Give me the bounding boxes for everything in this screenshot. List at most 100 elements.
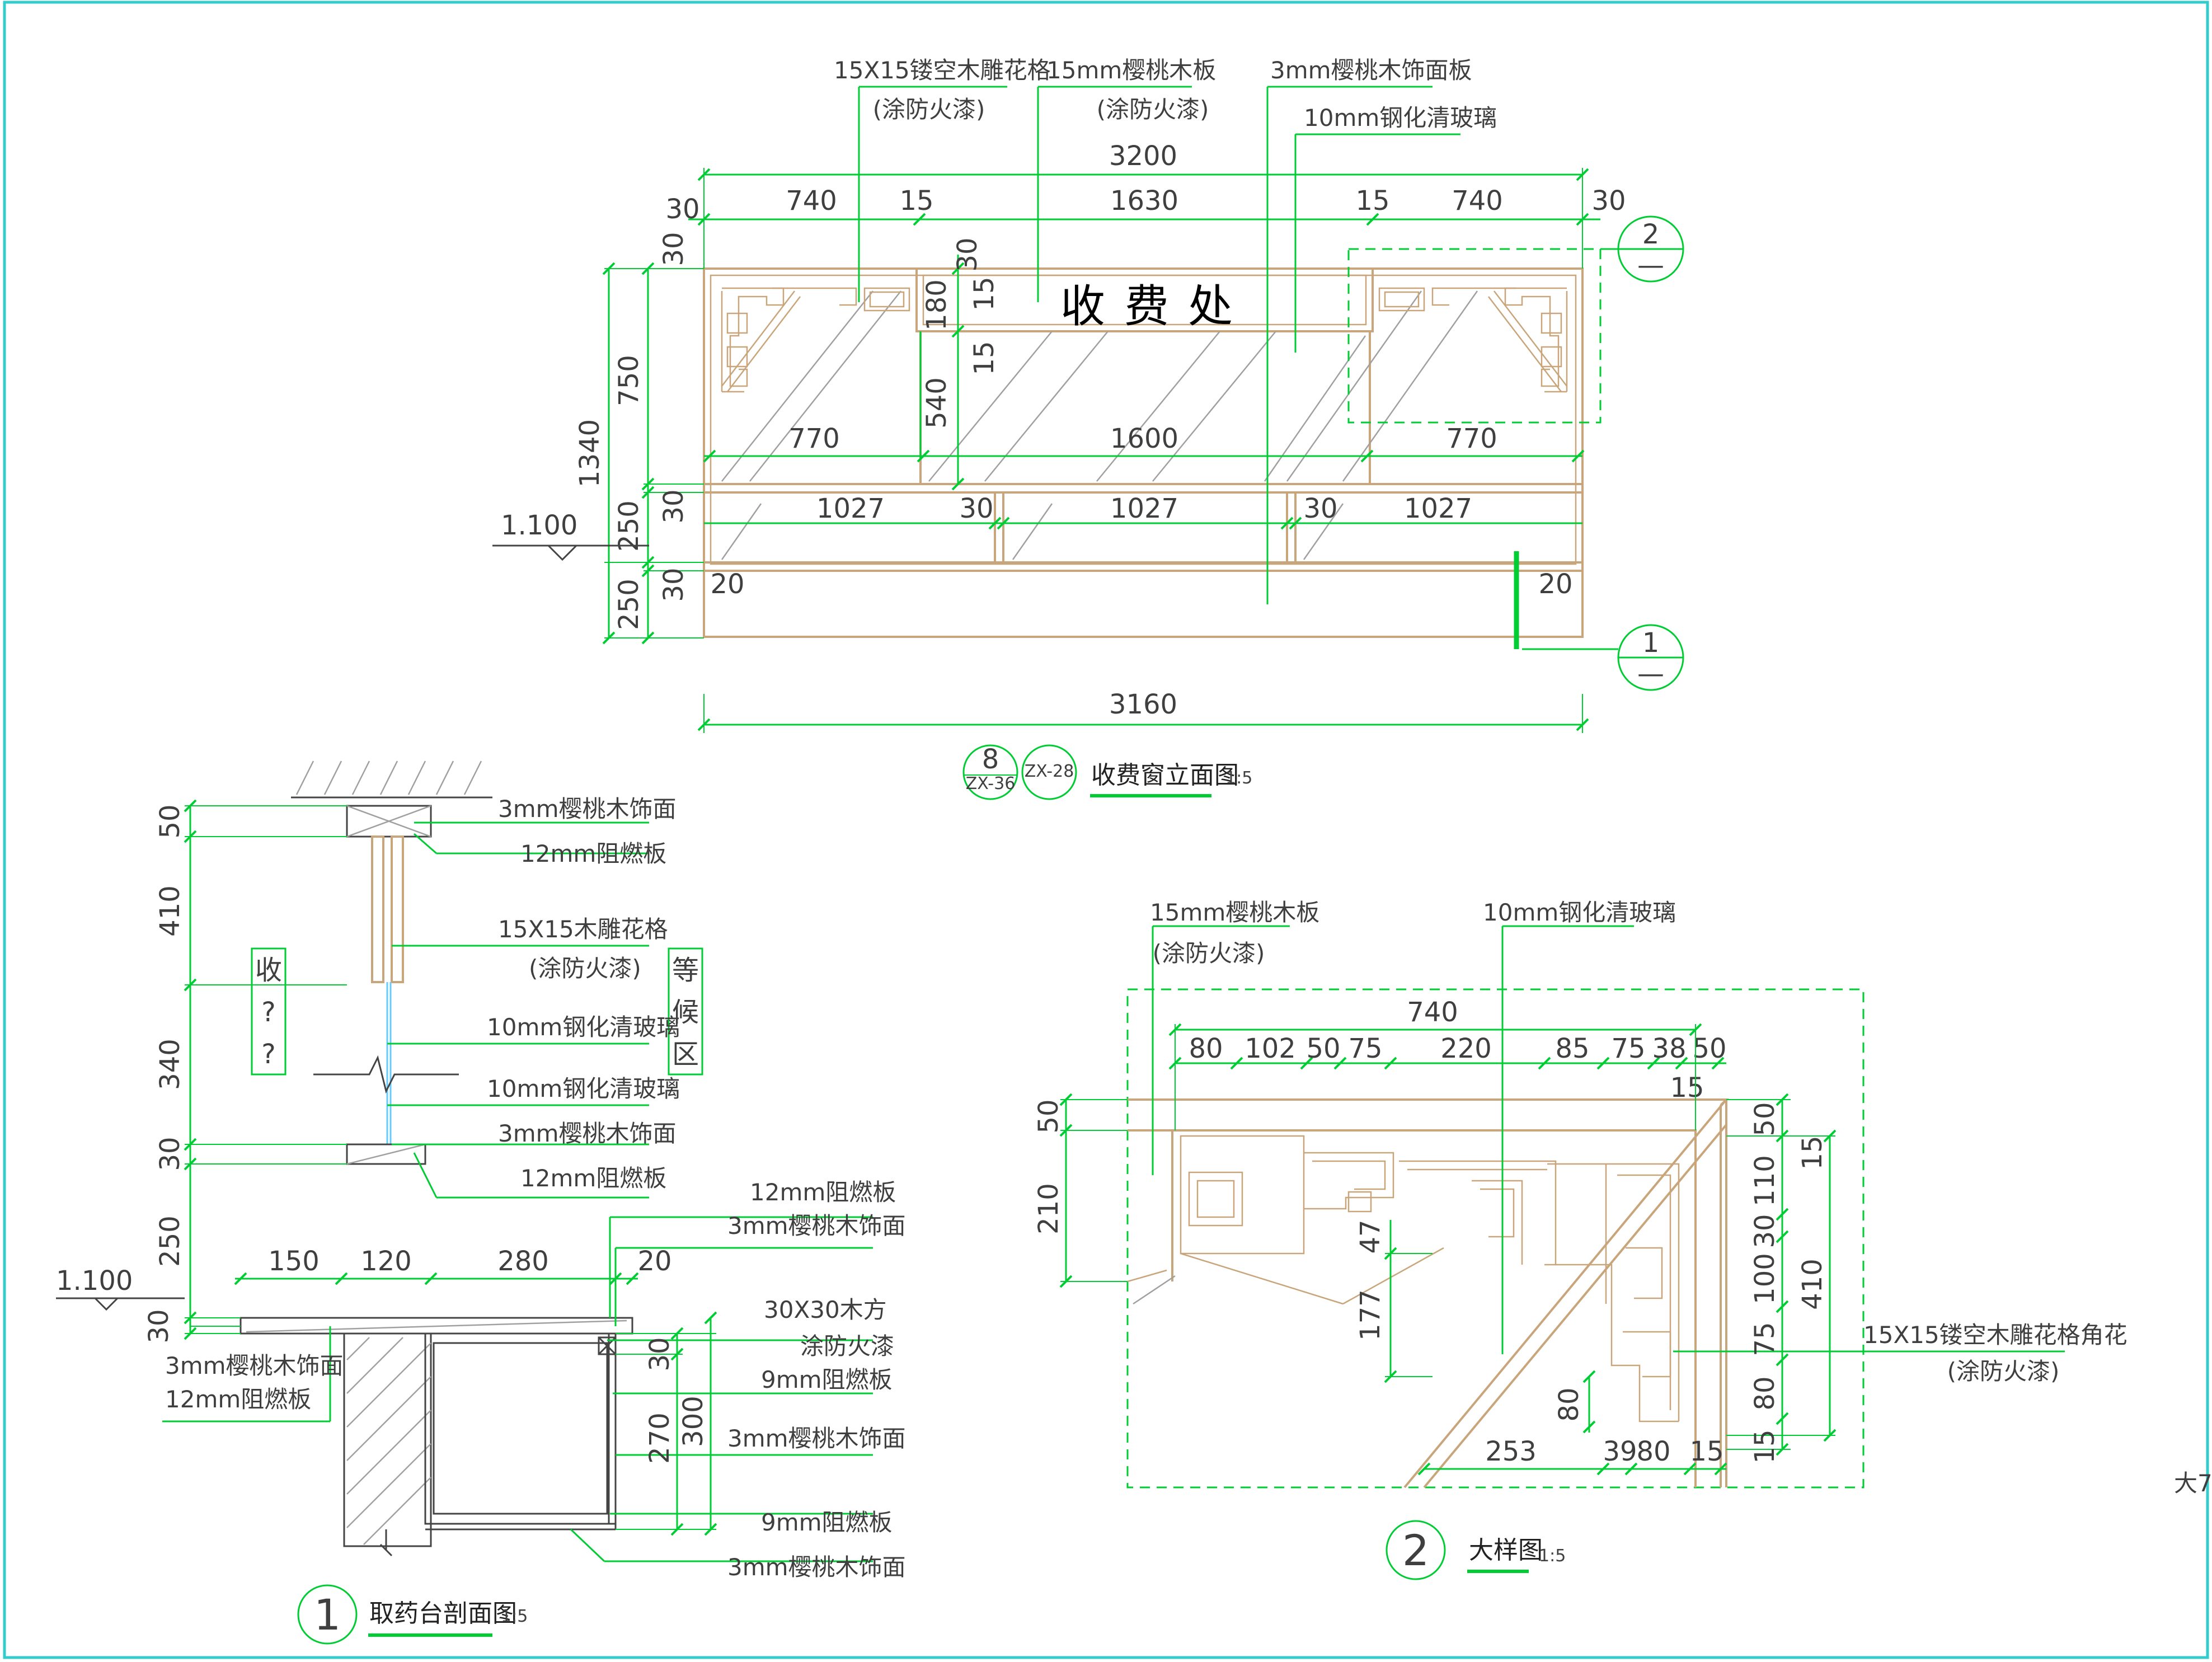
lattice-corner-right [1378,287,1568,393]
dim-elev-p770a: 770 [788,423,840,454]
dim-elev-l250b: 250 [613,579,645,630]
ref-bubble-8 [962,744,1018,800]
svg-text:102: 102 [1244,1033,1296,1064]
svg-text:38: 38 [1652,1033,1686,1064]
svg-text:?: ? [261,997,275,1028]
sign-text: 收费处 [1060,280,1252,332]
svg-text:1:5: 1:5 [1539,1546,1566,1566]
label-det-lattice-note: (涂防火漆) [1947,1358,2060,1385]
svg-text:120: 120 [360,1246,412,1277]
svg-text:2: 2 [1402,1525,1429,1575]
svg-text:50: 50 [154,804,186,838]
dim-elev-l30b: 30 [1303,493,1337,524]
dim-elev-edge-left: 30 [665,194,699,225]
detail-lattice [1180,1135,1680,1422]
label-sec-b1: 3mm樱桃木饰面 [165,1352,344,1379]
label-det-board: 15mm樱桃木板 [1150,899,1319,926]
sheet-border [3,1,2209,1659]
svg-text:—: — [1637,250,1664,281]
dim-elev-p770b: 770 [1446,423,1497,454]
dim-elev-l250a: 250 [613,500,645,552]
svg-text:75: 75 [1611,1033,1645,1064]
zone-box-right [668,947,703,1076]
svg-text:候: 候 [672,997,699,1028]
svg-text:收: 收 [255,955,282,986]
svg-text:80: 80 [1636,1436,1670,1467]
svg-text:80: 80 [1189,1033,1223,1064]
svg-text:110: 110 [1749,1155,1781,1206]
svg-text:39: 39 [1603,1436,1637,1467]
dim-elev-e20b: 20 [1538,569,1572,600]
svg-text:177: 177 [1355,1289,1386,1341]
label-elev-lattice: 15X15镂空木雕花格 [834,57,1051,84]
dim-elev-l1027b: 1027 [1110,493,1178,524]
svg-text:—: — [1637,658,1664,689]
label-sec-r6: 3mm樱桃木饰面 [727,1425,906,1452]
svg-text:410: 410 [154,885,186,937]
svg-text:1:5: 1:5 [1225,768,1252,788]
svg-text:85: 85 [1555,1033,1589,1064]
label-sec-b2: 12mm阻燃板 [165,1386,311,1413]
svg-text:150: 150 [268,1246,320,1277]
dim-elev-bottom: 3160 [1109,689,1177,720]
svg-text:80: 80 [1553,1387,1585,1421]
section-view: 收 ? ? 等 候 区 3mm樱桃木饰面 12mm阻燃板 15X15木雕花格 (… [56,760,906,1645]
svg-text:300: 300 [678,1396,709,1447]
elevation-view: 收费处 3200 30 740 15 1630 15 740 30 15X15镂… [492,57,1684,800]
svg-text:15: 15 [1670,1072,1704,1104]
dim-elev-seg3: 740 [1452,185,1503,217]
svg-text:50: 50 [1749,1102,1781,1136]
label-elev-board-note: (涂防火漆) [1097,96,1209,123]
svg-text:30: 30 [644,1337,675,1371]
label-sec-r8: 3mm樱桃木饰面 [727,1553,906,1581]
svg-text:15: 15 [1749,1429,1781,1463]
dim-elev-l30b: 30 [658,489,689,523]
dim-elev-gap2: 15 [1355,185,1389,217]
svg-text:75: 75 [1749,1322,1781,1356]
label-sec-r4: 涂防火漆 [800,1332,894,1360]
svg-text:75: 75 [1348,1033,1382,1064]
label-sec-l8: 12mm阻燃板 [520,1165,666,1192]
svg-text:15: 15 [1797,1135,1828,1170]
label-sec-r1: 12mm阻燃板 [750,1179,896,1206]
label-elev-lattice-note: (涂防火漆) [873,96,985,123]
svg-text:340: 340 [154,1039,186,1090]
svg-text:1: 1 [1642,627,1660,659]
dim-elev-l750: 750 [613,355,645,406]
svg-text:50: 50 [1692,1033,1726,1064]
svg-text:30: 30 [154,1137,186,1171]
ref-bubble-sheet [1021,744,1077,800]
label-sec-r7: 9mm阻燃板 [761,1509,893,1536]
dim-elev-edge-right: 30 [1591,185,1626,217]
svg-text:?: ? [261,1039,275,1070]
svg-text:410: 410 [1797,1259,1828,1310]
label-sec-l3: 15X15木雕花格 [498,915,668,943]
dim-elev-l1027c: 1027 [1404,493,1472,524]
label-sec-r3: 30X30木方 [764,1296,887,1323]
lattice-corner-left [721,287,910,393]
svg-text:50: 50 [1306,1033,1340,1064]
label-sec-l7: 3mm樱桃木饰面 [498,1120,677,1147]
title-section: 取药台剖面图 [369,1599,517,1628]
svg-text:15: 15 [1689,1436,1723,1467]
svg-text:区: 区 [672,1039,699,1070]
level-sec: 1.100 [56,1265,133,1297]
svg-text:ZX-28: ZX-28 [1025,762,1074,781]
svg-text:280: 280 [497,1246,549,1277]
level-elev: 1.100 [501,510,577,541]
dim-elev-gap1: 15 [899,185,933,217]
title-detail: 大样图 [1469,1536,1543,1565]
svg-text:50: 50 [1033,1099,1064,1133]
dim-elev-seg2: 1630 [1110,185,1178,217]
svg-text:30: 30 [1749,1214,1781,1248]
svg-text:1: 1 [314,1590,341,1640]
dim-elev-v180: 180 [921,279,952,331]
svg-text:740: 740 [1407,997,1458,1028]
detail-view: 15mm樱桃木板 (涂防火漆) 10mm钢化清玻璃 15X15镂空木雕花格角花 … [1033,899,2128,1580]
dim-elev-total: 3200 [1109,140,1177,172]
label-sec-r5: 9mm阻燃板 [761,1366,893,1393]
label-det-glass: 10mm钢化清玻璃 [1483,899,1676,926]
svg-text:220: 220 [1440,1033,1492,1064]
edge-text: 大7 [2174,1469,2212,1497]
